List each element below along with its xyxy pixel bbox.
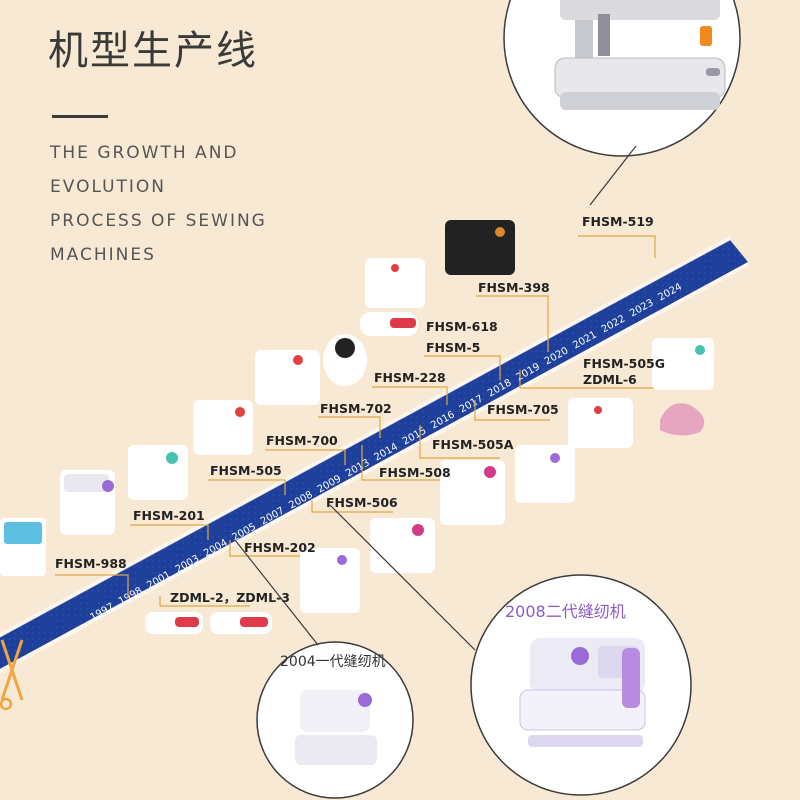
machine-508 [440,460,505,525]
top-zoom-circle [503,0,741,157]
model-label-zdml-6: ZDML-6 [583,372,637,387]
machine-398 [445,220,515,275]
model-label-zdml-2-3: ZDML-2，ZDML-3 [170,590,290,605]
machine-5 [365,258,425,308]
model-label-fhsm-702: FHSM-702 [320,401,392,416]
connector-line [589,145,637,206]
machine-zdml6 [660,403,705,436]
zoom-circle-2008 [470,574,692,796]
model-label-fhsm-201: FHSM-201 [133,508,205,523]
title-divider [52,115,108,118]
connector-line [234,539,319,646]
scissors-icon [0,639,24,711]
machine-228 [323,334,367,386]
callout-2008-title: 2008二代缝纫机 [505,602,626,621]
model-label-fhsm-505a: FHSM-505A [432,437,514,452]
model-label-fhsm-618: FHSM-618 [426,319,498,334]
subtitle-line: MACHINES [50,245,156,265]
model-label-fhsm-228: FHSM-228 [374,370,446,385]
subtitle-line: THE GROWTH AND [50,143,239,163]
model-label-fhsm-5: FHSM-5 [426,340,481,355]
machine-201 [60,470,115,535]
model-label-fhsm-505: FHSM-505 [210,463,282,478]
subtitle-line: PROCESS OF SEWING [50,211,267,231]
model-label-fhsm-506: FHSM-506 [326,495,398,510]
zoom-circle-2004 [256,641,414,799]
machine-505g [652,338,714,390]
machine-618 [360,312,418,336]
leader-lines [55,235,656,607]
model-label-fhsm-202: FHSM-202 [244,540,316,555]
connector-line [329,504,476,651]
model-label-fhsm-988: FHSM-988 [55,556,127,571]
subtitle-line: EVOLUTION [50,177,167,197]
machine-506 [370,518,435,573]
callout-2004-title: 2004一代缝纫机 [280,654,386,670]
model-label-fhsm-519: FHSM-519 [582,214,654,229]
model-label-fhsm-700: FHSM-700 [266,433,338,448]
machine-202 [300,548,360,613]
machine-700 [193,400,253,455]
model-label-fhsm-398: FHSM-398 [478,280,550,295]
machine-zdml [145,612,272,634]
model-label-fhsm-705: FHSM-705 [487,402,559,417]
machine-thumbnails [0,220,714,634]
machine-988 [0,518,46,576]
machine-505 [128,445,188,500]
timeline-band [0,240,748,669]
machine-505a [515,445,575,503]
model-label-fhsm-505g: FHSM-505G [583,356,665,371]
machine-705 [568,398,633,448]
machine-702 [255,350,320,405]
page-title: 机型生产线 [48,28,258,74]
model-label-fhsm-508: FHSM-508 [379,465,451,480]
subtitle-block: THE GROWTH AND EVOLUTION PROCESS OF SEWI… [50,136,267,272]
